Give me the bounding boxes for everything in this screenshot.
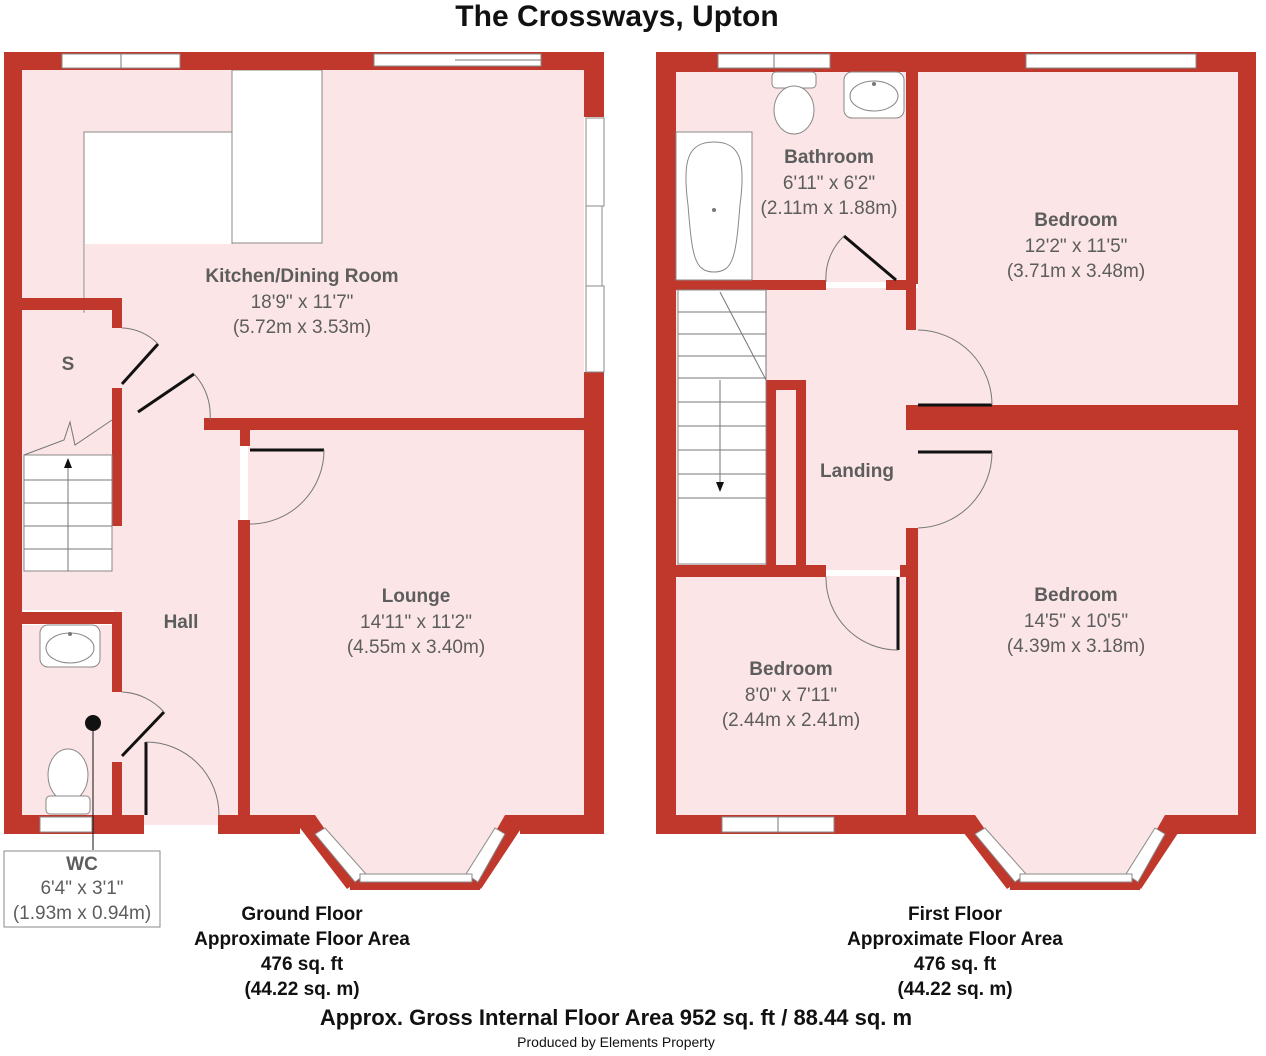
lounge-floor xyxy=(248,430,584,815)
kitchen-side-window-2 xyxy=(585,285,605,373)
wc-top-wall xyxy=(22,612,122,624)
first-floor-area-label: First Floor Approximate Floor Area 476 s… xyxy=(847,904,1063,1000)
room-name-store: S xyxy=(62,354,75,375)
kitchen-side-glazing xyxy=(585,205,603,291)
room-metric-bathroom: (2.11m x 1.88m) xyxy=(761,198,898,219)
first-floor-name: First Floor xyxy=(908,904,1003,925)
store-door[interactable] xyxy=(120,342,160,386)
room-size-wc: 6'4" x 3'1" xyxy=(40,878,123,899)
bath-bottom-wall-left xyxy=(676,280,826,290)
bathroom-door[interactable] xyxy=(843,234,897,282)
hall-kitchen-door[interactable] xyxy=(137,372,195,414)
room-size-bedroom1: 12'2" x 11'5" xyxy=(1025,236,1128,257)
ground-floor-sqft: 476 sq. ft xyxy=(261,954,344,975)
hall-lounge-wall xyxy=(238,520,250,830)
first-bottom-wall-right xyxy=(1170,815,1256,834)
first-staircase xyxy=(677,289,767,565)
kitchen-worktop-return xyxy=(231,69,323,244)
store-wall-upper xyxy=(112,298,122,328)
room-name-bedroom1: Bedroom xyxy=(1034,210,1117,231)
room-name-wc: WC xyxy=(66,854,98,875)
ground-staircase xyxy=(23,419,113,572)
room-size-bedroom2: 14'5" x 10'5" xyxy=(1024,611,1128,632)
bedroom3-floor xyxy=(676,576,906,815)
ground-right-wall-top xyxy=(584,52,604,117)
room-metric-bedroom1: (3.71m x 3.48m) xyxy=(1007,261,1145,282)
room-name-bathroom: Bathroom xyxy=(784,147,874,168)
stairs-down-arrow xyxy=(716,482,724,492)
ground-right-wall-bottom xyxy=(584,372,604,834)
bedroom2-bay-floor xyxy=(970,815,1180,880)
room-metric-lounge: (4.55m x 3.40m) xyxy=(347,637,485,658)
bedroom2-floor xyxy=(918,430,1238,815)
room-metric-bedroom3: (2.44m x 2.41m) xyxy=(722,710,860,731)
ground-floor-area-heading: Approximate Floor Area xyxy=(194,929,410,950)
ground-floor-area-label: Ground Floor Approximate Floor Area 476 … xyxy=(194,904,410,1000)
first-right-wall xyxy=(1238,52,1256,834)
wc-right-wall-lower xyxy=(112,762,122,822)
first-bay-wall-bottom xyxy=(1010,880,1140,890)
room-size-bedroom3: 8'0" x 7'11" xyxy=(745,685,837,706)
room-metric-kitchen: (5.72m x 3.53m) xyxy=(233,317,371,338)
room-size-lounge: 14'11" x 11'2" xyxy=(360,612,472,633)
ground-bottom-wall-right xyxy=(520,815,604,834)
room-metric-bedroom2: (4.39m x 3.18m) xyxy=(1007,636,1145,657)
wc-window xyxy=(39,816,93,833)
store-wall-lower xyxy=(112,388,122,526)
bathroom-basin xyxy=(843,71,905,119)
bed3-top-wall-right xyxy=(900,565,918,577)
room-name-bedroom3: Bedroom xyxy=(749,659,832,680)
wc-right-wall-upper xyxy=(112,612,122,692)
first-bay-wall-left xyxy=(950,815,1020,889)
stairs-up-arrow xyxy=(64,458,72,468)
first-floor-area-heading: Approximate Floor Area xyxy=(847,929,1063,950)
first-floor-sqm: (44.22 sq. m) xyxy=(897,979,1012,1000)
hall-floor xyxy=(114,420,240,825)
wc-toilet xyxy=(45,748,91,815)
room-name-kitchen: Kitchen/Dining Room xyxy=(205,266,398,287)
lounge-door-jamb-top xyxy=(240,418,250,446)
ground-floor-name: Ground Floor xyxy=(241,904,363,925)
room-metric-wc: (1.93m x 0.94m) xyxy=(13,903,151,924)
room-name-lounge: Lounge xyxy=(382,586,451,607)
ground-floor-sqm: (44.22 sq. m) xyxy=(244,979,359,1000)
bath-bottom-wall-right xyxy=(886,280,916,290)
room-name-hall: Hall xyxy=(164,612,199,633)
bed1-wall-lower xyxy=(906,284,916,330)
wc-door[interactable] xyxy=(120,710,166,758)
first-floor-sqft: 476 sq. ft xyxy=(914,954,997,975)
plan-title: The Crossways, Upton xyxy=(455,0,778,33)
room-name-landing: Landing xyxy=(820,461,894,482)
room-size-kitchen: 18'9" x 11'7" xyxy=(251,292,354,313)
bed1-bed2-wall xyxy=(906,405,1256,430)
first-bay-window-front xyxy=(1019,873,1133,883)
bath-bed1-wall xyxy=(906,52,918,284)
kitchen-side-window-1 xyxy=(585,117,605,207)
stair-void xyxy=(776,390,796,565)
wc-basin xyxy=(39,624,101,668)
room-size-bathroom: 6'11" x 6'2" xyxy=(783,173,875,194)
producer-credit: Produced by Elements Property xyxy=(517,1034,715,1050)
ground-floor-plan: Kitchen/Dining Room 18'9" x 11'7" (5.72m… xyxy=(3,52,605,928)
bay-wall-left xyxy=(290,815,360,889)
bedroom1-floor xyxy=(918,72,1238,419)
room-name-bedroom2: Bedroom xyxy=(1034,585,1117,606)
gross-internal-area: Approx. Gross Internal Floor Area 952 sq… xyxy=(320,1005,912,1030)
bathroom-toilet xyxy=(771,71,817,135)
ground-bottom-wall-mid xyxy=(218,815,300,834)
ground-left-wall xyxy=(4,52,22,834)
bedroom1-window xyxy=(1025,53,1197,69)
store-top-wall xyxy=(22,298,122,310)
wc-label-box xyxy=(3,850,161,928)
bay-wall-bottom xyxy=(350,880,480,890)
bay-window-front xyxy=(359,873,473,883)
bed2-left-wall xyxy=(906,528,918,818)
first-left-wall xyxy=(656,52,676,834)
kitchen-lounge-wall xyxy=(204,418,604,430)
bath-tub xyxy=(675,131,753,281)
first-floor-plan: Bathroom 6'11" x 6'2" (2.11m x 1.88m) Be… xyxy=(656,52,1256,890)
